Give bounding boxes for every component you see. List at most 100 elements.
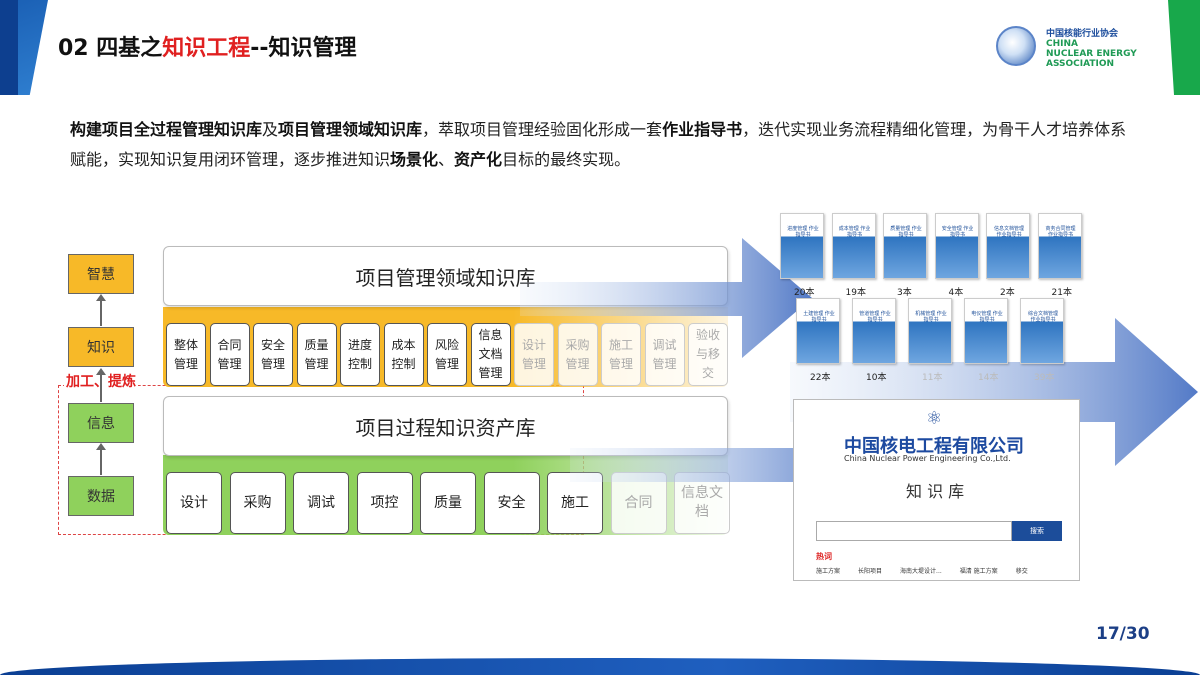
- domain-kb-cell: 质量管理: [296, 323, 337, 386]
- domain-kb-cell: 信息文档管理: [470, 323, 511, 386]
- domain-kb-cell: 验收与移交: [688, 323, 728, 386]
- guidebook-count: 2本: [1000, 288, 1015, 298]
- corner-decoration-left-dark: [0, 0, 18, 95]
- page-current: 17: [1096, 624, 1120, 644]
- corner-decoration-right: [1168, 0, 1200, 95]
- hot-tag[interactable]: 海南大堤设计...: [900, 568, 942, 575]
- atom-icon: ⚛: [926, 408, 943, 429]
- guidebook-cover[interactable]: 电仪管理 作业指导书: [964, 298, 1008, 364]
- title-suffix: --知识管理: [250, 36, 357, 61]
- slide-title: 02 四基之知识工程--知识管理: [58, 30, 357, 62]
- hot-tag[interactable]: 施工方案: [816, 568, 841, 575]
- guidebook-count: 21本: [1051, 288, 1072, 298]
- process-kb-cell: 信息文档: [674, 472, 730, 534]
- portal-company-en: China Nuclear Power Engineering Co.,Ltd.: [844, 454, 1011, 463]
- process-kb-cell: 调试: [293, 472, 349, 534]
- guidebook-cover[interactable]: 土建管理 作业指导书: [796, 298, 840, 364]
- hot-tag[interactable]: 长阳项目: [858, 568, 883, 575]
- portal-name: 知 识 库: [906, 482, 965, 501]
- domain-kb-cell: 风险管理: [427, 323, 467, 386]
- up-arrow-icon: [96, 294, 106, 326]
- process-kb-cell: 采购: [229, 472, 286, 534]
- intro-bold-4: 场景化: [390, 150, 439, 169]
- guidebook-cover[interactable]: 质量管理 作业指导书: [883, 213, 927, 279]
- hot-tag[interactable]: 移交: [1015, 568, 1028, 575]
- logo-en-name: CHINA NUCLEAR ENERGY ASSOCIATION: [1046, 39, 1137, 69]
- up-arrow-icon: [96, 368, 106, 402]
- guidebook-title: 电仪管理 作业指导书: [971, 311, 1003, 323]
- logo-en-line2: NUCLEAR ENERGY: [1046, 49, 1137, 59]
- guidebook-count: 20本: [794, 288, 815, 298]
- arrow-right-output-icon: [790, 318, 1198, 466]
- page-number: 17/30: [1096, 624, 1150, 644]
- guidebook-count: 19本: [845, 288, 866, 298]
- logo-emblem-icon: [996, 26, 1036, 66]
- intro-text-1: 及: [262, 120, 279, 139]
- intro-bold-5: 资产化: [454, 150, 503, 169]
- level-wisdom: 智慧: [68, 254, 134, 294]
- guidebook-cover[interactable]: 综合文档管理 作业指导书: [1020, 298, 1064, 364]
- intro-bold-2: 项目管理领域知识库: [278, 120, 423, 139]
- process-kb-cell: 安全: [483, 472, 540, 534]
- process-kb-title: 项目过程知识资产库: [163, 396, 728, 456]
- intro-bold-3: 作业指导书: [662, 120, 743, 139]
- guidebook-cover[interactable]: 信息文档管理 作业指导书: [986, 213, 1030, 279]
- guidebook-title: 机械管理 作业指导书: [915, 311, 947, 323]
- arrow-to-portal-icon: [570, 410, 865, 520]
- guidebook-title: 成本管理 作业指导书: [838, 226, 871, 238]
- guidebook-title: 商务合同管理 作业指导书: [1045, 226, 1076, 238]
- guidebook-title: 综合文档管理 作业指导书: [1027, 311, 1058, 323]
- guidebook-title: 进度管理 作业指导书: [787, 226, 819, 238]
- intro-text-3: ，迭代实现业务流程精细化管理，为骨干人才培养体系赋能，实现知识复用闭环管理，逐步…: [70, 120, 1127, 169]
- hot-tag[interactable]: 福清 施工方案: [959, 568, 998, 575]
- guidebook-cover[interactable]: 管道管理 作业指导书: [852, 298, 896, 364]
- domain-kb-cell: 进度控制: [340, 323, 380, 386]
- title-highlight: 知识工程: [162, 36, 251, 61]
- guidebook-count: 10本: [866, 373, 887, 383]
- level-information: 信息: [68, 403, 134, 443]
- guidebook-count: 11本: [922, 373, 943, 383]
- portal-search-button[interactable]: 搜索: [1012, 521, 1062, 541]
- intro-paragraph: 构建项目全过程管理知识库及项目管理领域知识库，萃取项目管理经验固化形成一套作业指…: [70, 115, 1130, 175]
- page-total: /30: [1119, 624, 1150, 644]
- guidebook-title: 安全管理 作业指导书: [941, 226, 974, 238]
- level-data: 数据: [68, 476, 134, 516]
- guidebook-count: 4本: [948, 288, 964, 298]
- domain-kb-cell: 整体管理: [166, 323, 206, 386]
- logo-en-line1: CHINA: [1046, 39, 1078, 49]
- guidebook-count: 3本: [897, 288, 912, 298]
- intro-text-5: 目标的最终实现。: [502, 150, 631, 169]
- guidebook-cover[interactable]: 进度管理 作业指导书: [780, 213, 824, 279]
- footer-band: [0, 658, 1200, 675]
- domain-kb-cell: 采购管理: [557, 323, 598, 386]
- domain-kb-cell: 调试管理: [644, 323, 685, 386]
- guidebook-cover[interactable]: 商务合同管理 作业指导书: [1037, 213, 1082, 279]
- guidebook-count: 22本: [810, 373, 831, 383]
- portal-hot-label: 热词: [816, 552, 832, 561]
- intro-bold-1: 构建项目全过程管理知识库: [70, 120, 263, 139]
- domain-kb-cell: 安全管理: [253, 323, 293, 386]
- guidebook-cover[interactable]: 机械管理 作业指导书: [908, 298, 952, 364]
- logo-cn-name: 中国核能行业协会: [1046, 29, 1119, 39]
- process-kb-cell: 质量: [420, 472, 476, 534]
- portal-search-input[interactable]: [816, 521, 1012, 541]
- guidebook-title: 质量管理 作业指导书: [890, 226, 922, 238]
- up-arrow-icon: [96, 443, 106, 475]
- process-kb-cell: 设计: [166, 472, 222, 534]
- level-knowledge: 知识: [68, 327, 134, 367]
- arrow-to-publications-icon: [520, 238, 812, 358]
- knowledge-base-portal: ⚛ 中国核电工程有限公司 China Nuclear Power Enginee…: [793, 399, 1080, 581]
- process-kb-cell: 项控: [356, 472, 413, 534]
- domain-kb-cell: 施工管理: [601, 323, 641, 386]
- guidebook-title: 管道管理 作业指导书: [859, 311, 891, 323]
- guidebook-cover[interactable]: 成本管理 作业指导书: [831, 213, 876, 279]
- domain-kb-cell: 设计管理: [514, 323, 554, 386]
- guidebook-cover[interactable]: 安全管理 作业指导书: [934, 213, 979, 279]
- association-logo: 中国核能行业协会 CHINA NUCLEAR ENERGY ASSOCIATIO…: [996, 24, 1137, 74]
- portal-company-cn: 中国核电工程有限公司: [844, 436, 1024, 457]
- domain-kb-cell: 合同管理: [209, 323, 250, 386]
- portal-hot-tags: 施工方案 长阳项目 海南大堤设计... 福清 施工方案 移交: [816, 566, 1046, 575]
- guidebook-count: 39本: [1034, 373, 1055, 383]
- guidebook-count: 14本: [978, 373, 999, 383]
- title-prefix: 02 四基之: [58, 36, 163, 61]
